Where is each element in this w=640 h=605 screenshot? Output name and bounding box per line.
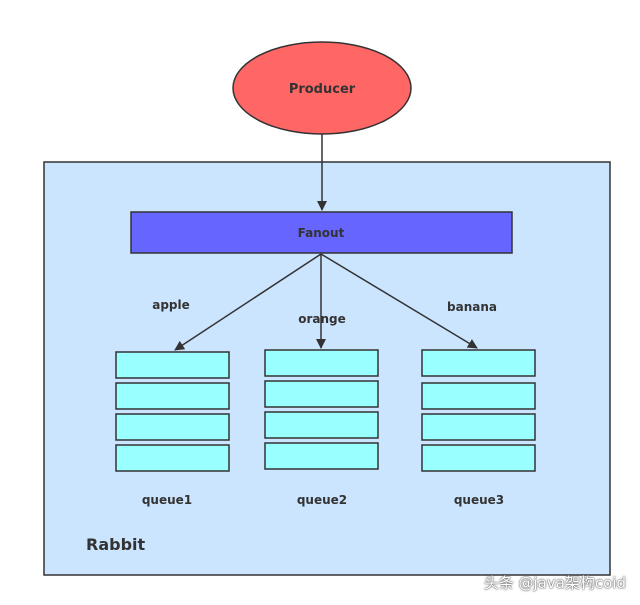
route-label-orange: orange (298, 312, 346, 326)
queue2-slot (264, 411, 379, 439)
queue2-slot (264, 349, 379, 377)
queue1-slot (115, 351, 230, 379)
queue3-label: queue3 (454, 493, 504, 507)
queue3-slot (421, 444, 536, 472)
producer-label: Producer (289, 82, 356, 97)
queue2-slot (264, 380, 379, 408)
watermark-text: 头条 @java架构coid (483, 574, 626, 592)
route-arrow-queue3 (320, 253, 478, 349)
queue1-label: queue1 (142, 493, 192, 507)
exchange-label: Fanout (298, 226, 345, 240)
queue3-slot (421, 413, 536, 441)
route-label-apple: apple (152, 298, 190, 312)
queue2-label: queue2 (297, 493, 347, 507)
queue1-slot (115, 413, 230, 441)
route-label-banana: banana (447, 300, 497, 314)
route-arrow-queue1 (174, 253, 322, 351)
broker-label: Rabbit (86, 535, 146, 554)
queue1-slot (115, 382, 230, 410)
queue3-slot (421, 349, 536, 377)
fanout-exchange (130, 211, 513, 254)
queue1-stack (115, 351, 230, 472)
queue1-slot (115, 444, 230, 472)
queue2-slot (264, 442, 379, 470)
queue3-slot (421, 382, 536, 410)
queue2-stack (264, 349, 379, 470)
queue3-stack (421, 349, 536, 472)
